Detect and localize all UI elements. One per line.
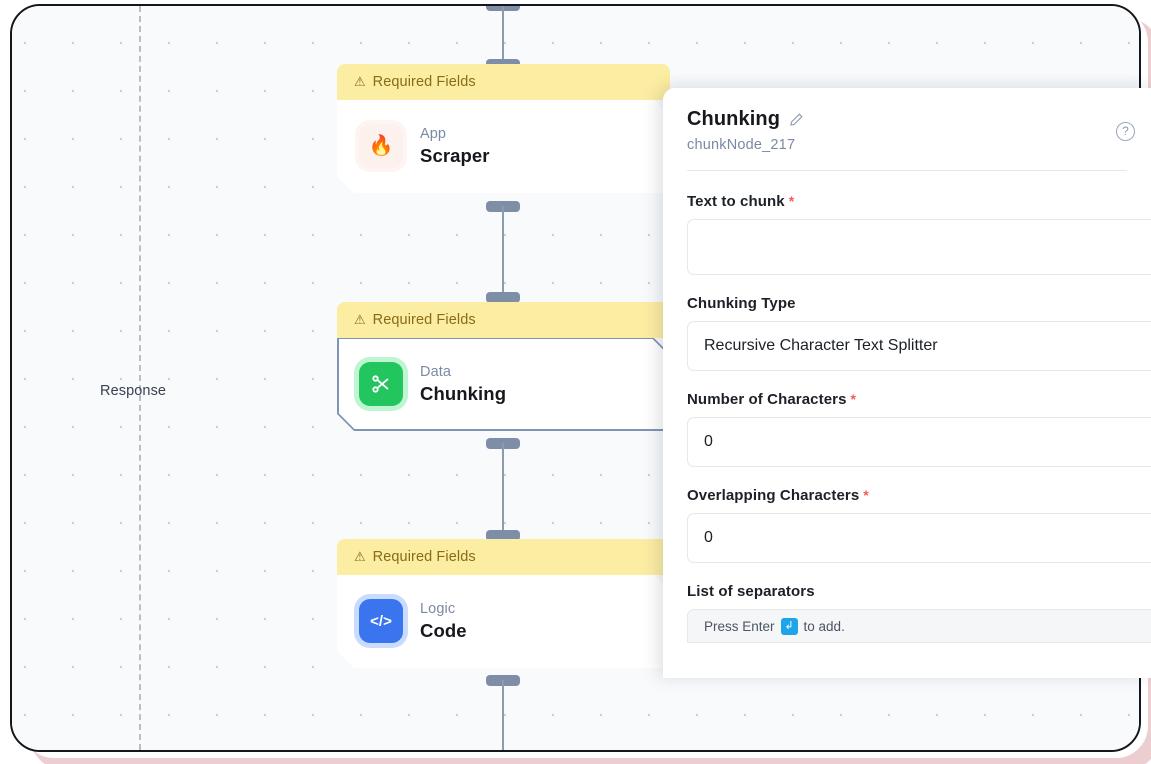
code-brackets-icon-glyph: </> [370,612,392,630]
separators-hint-after: to add. [803,618,845,634]
panel-title-row: Chunking [687,108,1127,131]
node-title-label: Code [420,619,467,641]
pencil-icon[interactable] [789,112,804,127]
panel-title: Chunking [687,108,781,130]
separators-hint-before: Press Enter [704,618,775,634]
node-body[interactable]: 🔥 App Scraper [337,99,670,193]
node-title-label: Chunking [420,382,507,404]
field-label: Number of Characters * [687,391,1127,408]
overlapping-characters-input[interactable]: 0 [687,513,1151,563]
node-warning-banner: ⚠ Required Fields [337,302,670,338]
scissors-icon [359,362,403,406]
flow-node-chunking[interactable]: ⚠ Required Fields Data Chunk [337,302,670,431]
warning-triangle-icon: ⚠ [354,73,366,89]
field-label-text: Number of Characters [687,391,847,408]
required-star: * [788,193,795,209]
warning-triangle-icon: ⚠ [354,311,366,327]
panel-header: Chunking chunkNode_217 ? [663,88,1151,153]
required-star: * [863,487,869,503]
field-label-text: List of separators [687,583,815,600]
separators-tag-input[interactable]: Press Enter ↲ to add. [687,609,1151,643]
connector-line[interactable] [502,443,504,535]
chunking-type-select[interactable]: Recursive Character Text Splitter [687,321,1151,371]
connector-line[interactable] [502,206,504,298]
connector-line[interactable] [502,6,504,64]
field-label: Text to chunk * [687,193,1127,210]
node-warning-label: Required Fields [372,312,476,328]
connector-cap[interactable] [486,530,520,541]
node-properties-panel: Chunking chunkNode_217 ? Text to chunk * [663,88,1151,678]
field-number-of-characters: Number of Characters * 0 [687,391,1151,467]
panel-header-divider [687,170,1127,171]
text-to-chunk-input[interactable] [687,219,1151,275]
field-list-of-separators: List of separators Press Enter ↲ to add. [687,583,1151,643]
node-meta: Logic Code [420,601,467,642]
flow-node-code[interactable]: ⚠ Required Fields </> Logic Code [337,539,670,668]
question-mark-icon[interactable]: ? [1116,122,1135,141]
field-text-to-chunk: Text to chunk * [687,193,1151,275]
node-warning-label: Required Fields [372,74,476,90]
field-label-text: Text to chunk [687,193,785,210]
node-meta: Data Chunking [420,364,506,405]
node-body[interactable]: </> Logic Code [337,574,670,668]
number-of-characters-input[interactable]: 0 [687,417,1151,467]
required-star: * [850,391,857,407]
node-kind-label: Logic [420,600,456,617]
code-brackets-icon: </> [359,599,403,643]
enter-key-icon: ↲ [780,617,798,635]
field-label: Chunking Type [687,295,1127,312]
connector-line[interactable] [502,680,504,750]
field-label: Overlapping Characters * [687,487,1127,504]
field-label-text: Overlapping Characters [687,487,860,504]
node-warning-banner: ⚠ Required Fields [337,64,670,100]
field-overlapping-characters: Overlapping Characters * 0 [687,487,1151,563]
warning-triangle-icon: ⚠ [354,548,366,564]
lane-label-response: Response [100,383,167,399]
node-kind-label: App [420,125,447,142]
flow-node-scraper[interactable]: ⚠ Required Fields 🔥 App Scraper [337,64,670,193]
node-warning-banner: ⚠ Required Fields [337,539,670,575]
field-chunking-type: Chunking Type Recursive Character Text S… [687,295,1151,371]
field-label-text: Chunking Type [687,295,796,312]
fire-icon: 🔥 [359,124,403,168]
panel-form: Text to chunk * Chunking Type Recursive … [663,171,1151,643]
lane-divider-dashed [139,6,141,750]
field-label: List of separators [687,583,1127,600]
node-kind-label: Data [420,363,452,380]
connector-cap[interactable] [486,292,520,303]
panel-node-id: chunkNode_217 [687,137,796,153]
scissors-icon-glyph [370,373,392,395]
node-warning-label: Required Fields [372,549,476,565]
node-title-label: Scraper [420,144,490,166]
node-body[interactable]: Data Chunking [337,337,670,431]
node-meta: App Scraper [420,126,490,167]
fire-icon-glyph: 🔥 [368,135,394,157]
